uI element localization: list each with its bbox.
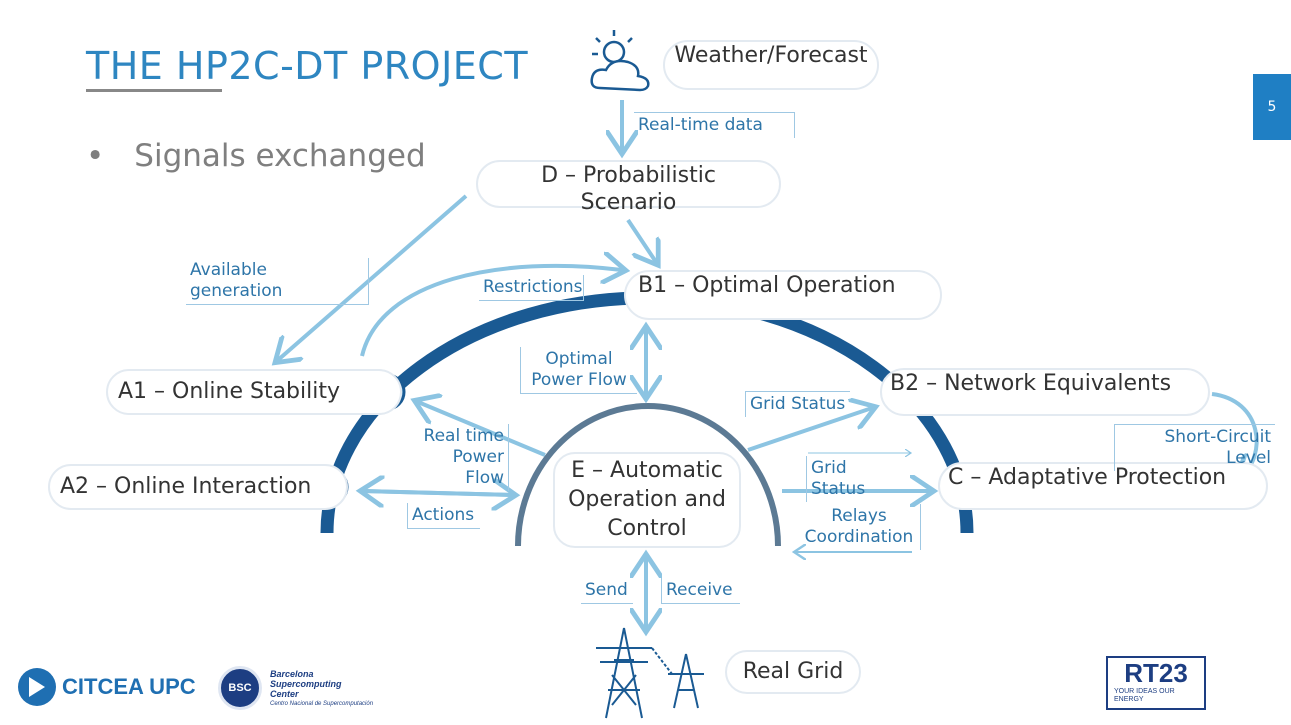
bullet-dot: • <box>86 138 105 174</box>
label-send: Send <box>581 578 633 604</box>
citcea-icon <box>18 668 56 706</box>
rt23-tagline: YOUR IDEAS OUR ENERGY <box>1114 688 1175 703</box>
arrow-e-b2 <box>747 408 872 452</box>
citcea-text: CITCEA UPC <box>62 674 196 699</box>
arrow-d-a1 <box>278 194 468 360</box>
weather-icon <box>590 30 650 92</box>
bsc-badge: BSC <box>218 666 262 710</box>
label-relays: Relays Coordination <box>798 504 921 550</box>
bullet-item: • Signals exchanged <box>86 138 426 174</box>
arrow-a1-b1 <box>360 266 622 357</box>
title-underline <box>86 89 222 92</box>
node-real-grid: Real Grid <box>725 650 861 694</box>
label-grid-status-1: Grid Status <box>745 391 850 417</box>
label-realtime-pf: Real time Power Flow <box>406 424 509 491</box>
bsc-sub: Centro Nacional de Supercomputación <box>270 701 374 707</box>
bsc-name: Barcelona Supercomputing Center <box>270 669 342 699</box>
rt23-text: RT23 <box>1124 658 1188 688</box>
slide-title: THE HP2C-DT PROJECT <box>86 44 529 88</box>
rt23-logo: RT23 YOUR IDEAS OUR ENERGY <box>1106 656 1206 710</box>
citcea-logo: CITCEA UPC <box>18 666 196 708</box>
label-restrictions: Restrictions <box>479 275 584 301</box>
label-receive: Receive <box>661 578 740 604</box>
node-e: E – Automatic Operation and Control <box>553 452 741 548</box>
tower-icon <box>596 627 704 719</box>
arrow-d-b1 <box>626 218 656 262</box>
node-weather: Weather/Forecast <box>663 40 879 90</box>
bsc-logo: BSC Barcelona Supercomputing Center Cent… <box>218 664 394 712</box>
page-number: 5 <box>1253 74 1291 140</box>
node-b1: B1 – Optimal Operation <box>624 270 942 320</box>
node-a2: A2 – Online Interaction <box>48 464 348 510</box>
node-a1: A1 – Online Stability <box>106 369 402 415</box>
label-realtime-data: Real-time data <box>634 112 795 138</box>
label-grid-status-2: Grid Status <box>806 456 879 502</box>
node-b2: B2 – Network Equivalents <box>880 368 1210 416</box>
node-c: C – Adaptative Protection <box>938 462 1268 510</box>
label-available-generation: Available generation <box>186 258 369 305</box>
arrow-e-a1 <box>418 402 546 457</box>
bullet-text: Signals exchanged <box>134 138 426 174</box>
label-actions: Actions <box>407 503 480 529</box>
node-d: D – Probabilistic Scenario <box>476 160 781 215</box>
label-opf: Optimal Power Flow <box>520 347 637 394</box>
label-short-circuit: Short-Circuit Level <box>1114 424 1275 471</box>
inner-arc <box>515 403 781 547</box>
